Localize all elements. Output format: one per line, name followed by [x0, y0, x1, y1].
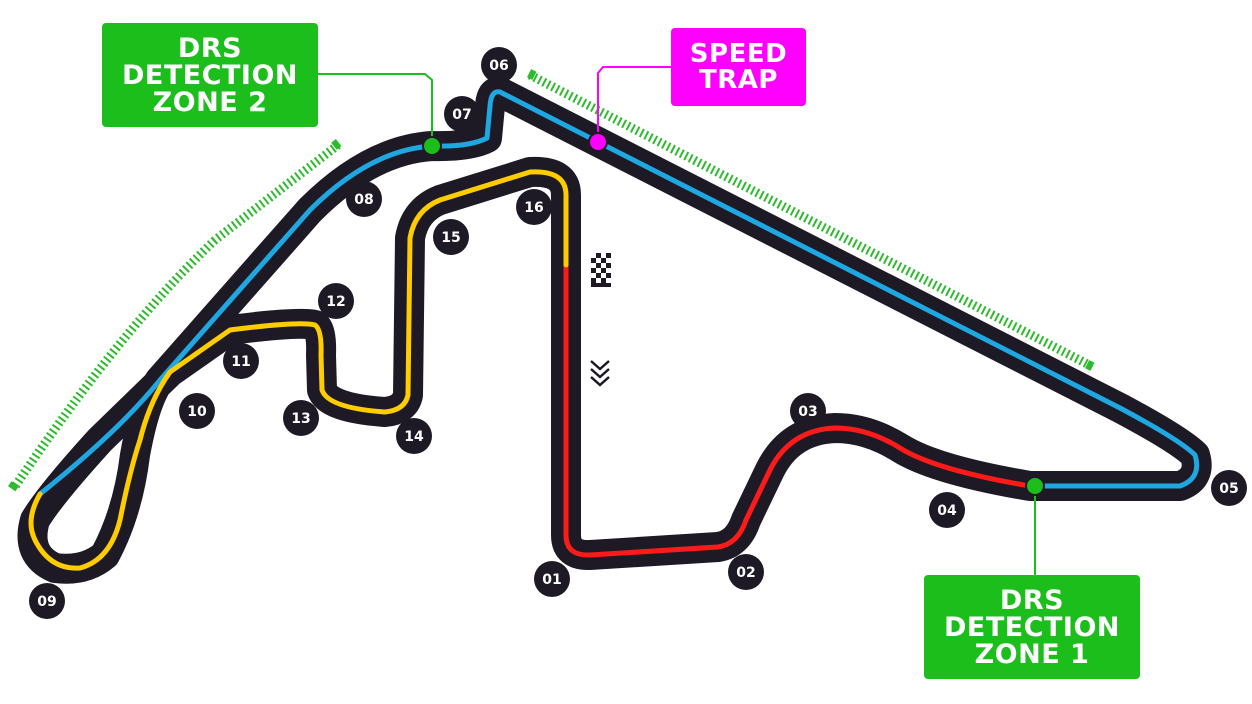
sector-3-line: [28, 169, 569, 571]
turn-marker-circle: [396, 418, 432, 454]
turn-number: 08: [354, 192, 373, 208]
speed-trap-line-1: SPEED: [689, 39, 788, 69]
turn-number: 10: [187, 404, 207, 420]
turn-number: 16: [524, 200, 543, 216]
drs2-marker: [422, 136, 442, 156]
turn-markers: 01 02 03 04 05 06 07 08 09 10 11 12 13 14 15 16: [29, 47, 1247, 619]
speed-trap-marker: [588, 132, 608, 152]
turn-marker-circle: [516, 189, 552, 225]
turn-marker-10: 10: [179, 393, 215, 429]
turn-marker-circle: [929, 492, 965, 528]
turn-marker-14: 14: [396, 418, 432, 454]
turn-marker-16: 16: [516, 189, 552, 225]
turn-marker-circle: [179, 393, 215, 429]
turn-number: 12: [326, 294, 345, 310]
drs1-line-1: DRS: [999, 584, 1065, 616]
drs-stripe-end-cap-1: [527, 69, 537, 80]
turn-marker-12: 12: [318, 283, 354, 319]
turn-number: 03: [798, 404, 817, 420]
turn-number: 15: [441, 230, 460, 246]
turn-marker-circle: [223, 343, 259, 379]
turn-marker-09: 09: [29, 583, 65, 619]
turn-marker-circle: [283, 400, 319, 436]
turn-number: 06: [489, 58, 508, 74]
turn-marker-02: 02: [728, 554, 764, 590]
drs1-line-3: ZONE 1: [974, 638, 1090, 670]
drs-detection-zone-2-callout: DRS DETECTION ZONE 2: [102, 23, 318, 127]
turn-marker-circle: [534, 561, 570, 597]
drs-stripe-end-cap-4: [8, 481, 19, 492]
turn-marker-circle: [433, 219, 469, 255]
speed-trap-connector: [597, 66, 671, 140]
turn-marker-circle: [1211, 470, 1247, 506]
sector-1-line: [563, 262, 1033, 558]
turn-number: 09: [37, 594, 56, 610]
drs-stripe-end-cap-3: [331, 139, 342, 150]
drs2-line-2: DETECTION: [121, 59, 299, 91]
checkered-flag-icon: [591, 253, 611, 287]
turn-number: 01: [542, 572, 561, 588]
drs2-line-1: DRS: [177, 32, 243, 64]
turn-marker-circle: [444, 96, 480, 132]
drs-stripe-main-arc: [212, 141, 341, 244]
chevron-down-icon: [590, 360, 610, 387]
turn-number: 07: [452, 107, 471, 123]
drs1-line-2: DETECTION: [943, 611, 1121, 643]
turn-marker-13: 13: [283, 400, 319, 436]
turn-number: 05: [1219, 481, 1238, 497]
drs-stripe-back-straight: [527, 71, 1096, 371]
turn-marker-11: 11: [223, 343, 259, 379]
drs-stripe-end-cap-2: [1085, 360, 1095, 371]
turn-number: 11: [231, 354, 250, 370]
turn-number: 04: [937, 503, 957, 519]
turn-marker-06: 06: [481, 47, 517, 83]
turn-marker-circle: [318, 283, 354, 319]
turn-marker-circle: [790, 393, 826, 429]
turn-marker-circle: [29, 583, 65, 619]
turn-marker-05: 05: [1211, 470, 1247, 506]
turn-number: 13: [291, 411, 310, 427]
turn-marker-07: 07: [444, 96, 480, 132]
sector-2-line: [37, 89, 1200, 497]
turn-number: 14: [404, 429, 424, 445]
turn-marker-circle: [481, 47, 517, 83]
drs-detection-zone-1-callout: DRS DETECTION ZONE 1: [924, 575, 1140, 679]
speed-trap-line-2: TRAP: [699, 65, 778, 95]
drs-stripe-sweep: [10, 236, 219, 491]
turn-marker-15: 15: [433, 219, 469, 255]
turn-marker-circle: [728, 554, 764, 590]
speed-trap-callout: SPEED TRAP: [671, 28, 806, 106]
turn-marker-04: 04: [929, 492, 965, 528]
drs2-line-3: ZONE 2: [152, 86, 268, 118]
turn-marker-01: 01: [534, 561, 570, 597]
drs2-connector: [318, 73, 433, 146]
turn-marker-circle: [346, 181, 382, 217]
turn-marker-08: 08: [346, 181, 382, 217]
turn-marker-03: 03: [790, 393, 826, 429]
drs1-marker: [1025, 476, 1045, 496]
turn-number: 02: [736, 565, 755, 581]
drs-zone-stripes: [8, 69, 1096, 492]
